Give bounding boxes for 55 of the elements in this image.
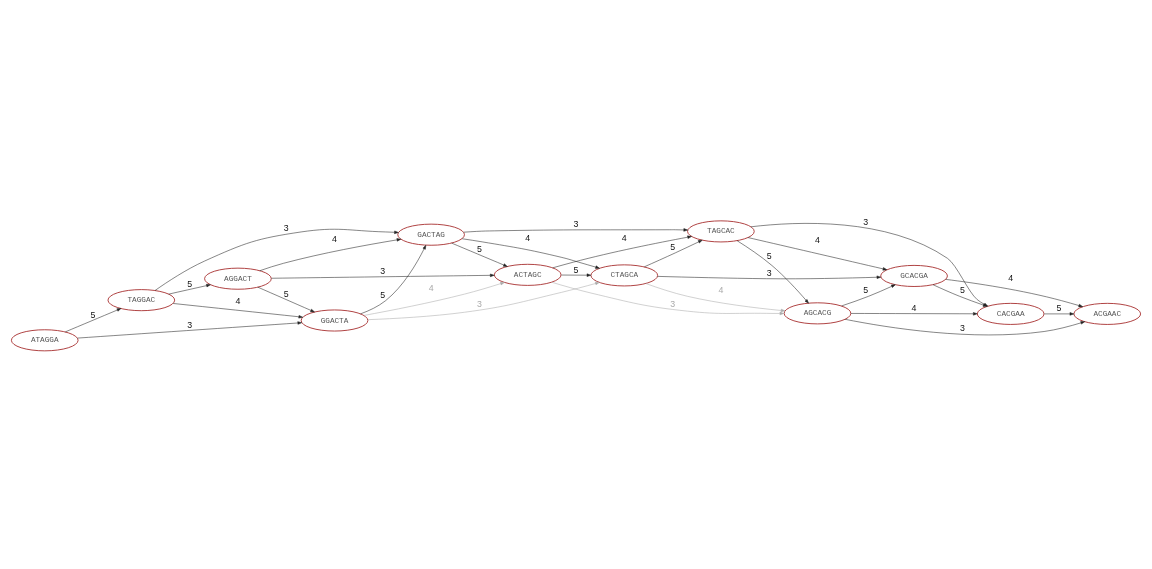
arrow [463, 228, 688, 233]
edge-label: 5 [670, 241, 676, 252]
edge-label: 3 [187, 319, 193, 330]
edge-label: 3 [863, 217, 869, 228]
edge-label: 5 [283, 288, 289, 299]
arrow [644, 239, 703, 268]
edge-label: 5 [863, 285, 869, 296]
arrow [657, 275, 882, 280]
arrow [461, 238, 600, 269]
arrow [841, 284, 896, 307]
edge-label: 5 [476, 244, 482, 255]
arrow [367, 281, 600, 320]
arrow [65, 308, 122, 333]
arrow [747, 237, 888, 271]
edge-label: 4 [235, 296, 241, 307]
arrow [363, 282, 505, 316]
arrow [259, 238, 402, 271]
edge-label: 3 [283, 223, 289, 234]
edge-label: 4 [428, 283, 434, 294]
arrow [1044, 312, 1075, 316]
edge-label: 3 [670, 298, 676, 309]
arrow [271, 273, 495, 279]
edge-label: 3 [766, 267, 772, 278]
edge-label: 3 [573, 219, 579, 230]
edge-label: 4 [621, 232, 627, 243]
edge-label: 4 [815, 235, 820, 246]
edge-label: 3 [959, 323, 965, 334]
arrow [551, 281, 785, 316]
edge-label: 4 [911, 303, 917, 314]
arrow [154, 229, 399, 291]
arrow [844, 319, 1085, 336]
edge-label: 5 [766, 250, 772, 261]
arrow [850, 312, 978, 316]
arrow [168, 284, 211, 295]
edge-label: 3 [476, 299, 482, 310]
arrow [172, 303, 303, 319]
arrow [360, 245, 427, 315]
edge-label: 4 [718, 285, 724, 296]
arrow [561, 273, 592, 277]
edge-label: 3 [380, 266, 386, 277]
edge-label: 5 [1056, 303, 1062, 314]
arrow [451, 242, 508, 267]
arrow [552, 235, 692, 269]
edge-label: 5 [959, 285, 965, 296]
edge-label: 5 [187, 278, 193, 289]
edge-label: 4 [1008, 273, 1014, 284]
edge-label: 5 [380, 289, 386, 300]
edge-label: 5 [90, 309, 96, 320]
arrow [645, 283, 786, 313]
arrow [736, 240, 809, 304]
edge-label: 5 [573, 264, 579, 275]
edge-label: 4 [332, 234, 337, 245]
edge-label: 4 [525, 233, 531, 244]
arrow [257, 286, 315, 313]
arrow [77, 321, 302, 339]
